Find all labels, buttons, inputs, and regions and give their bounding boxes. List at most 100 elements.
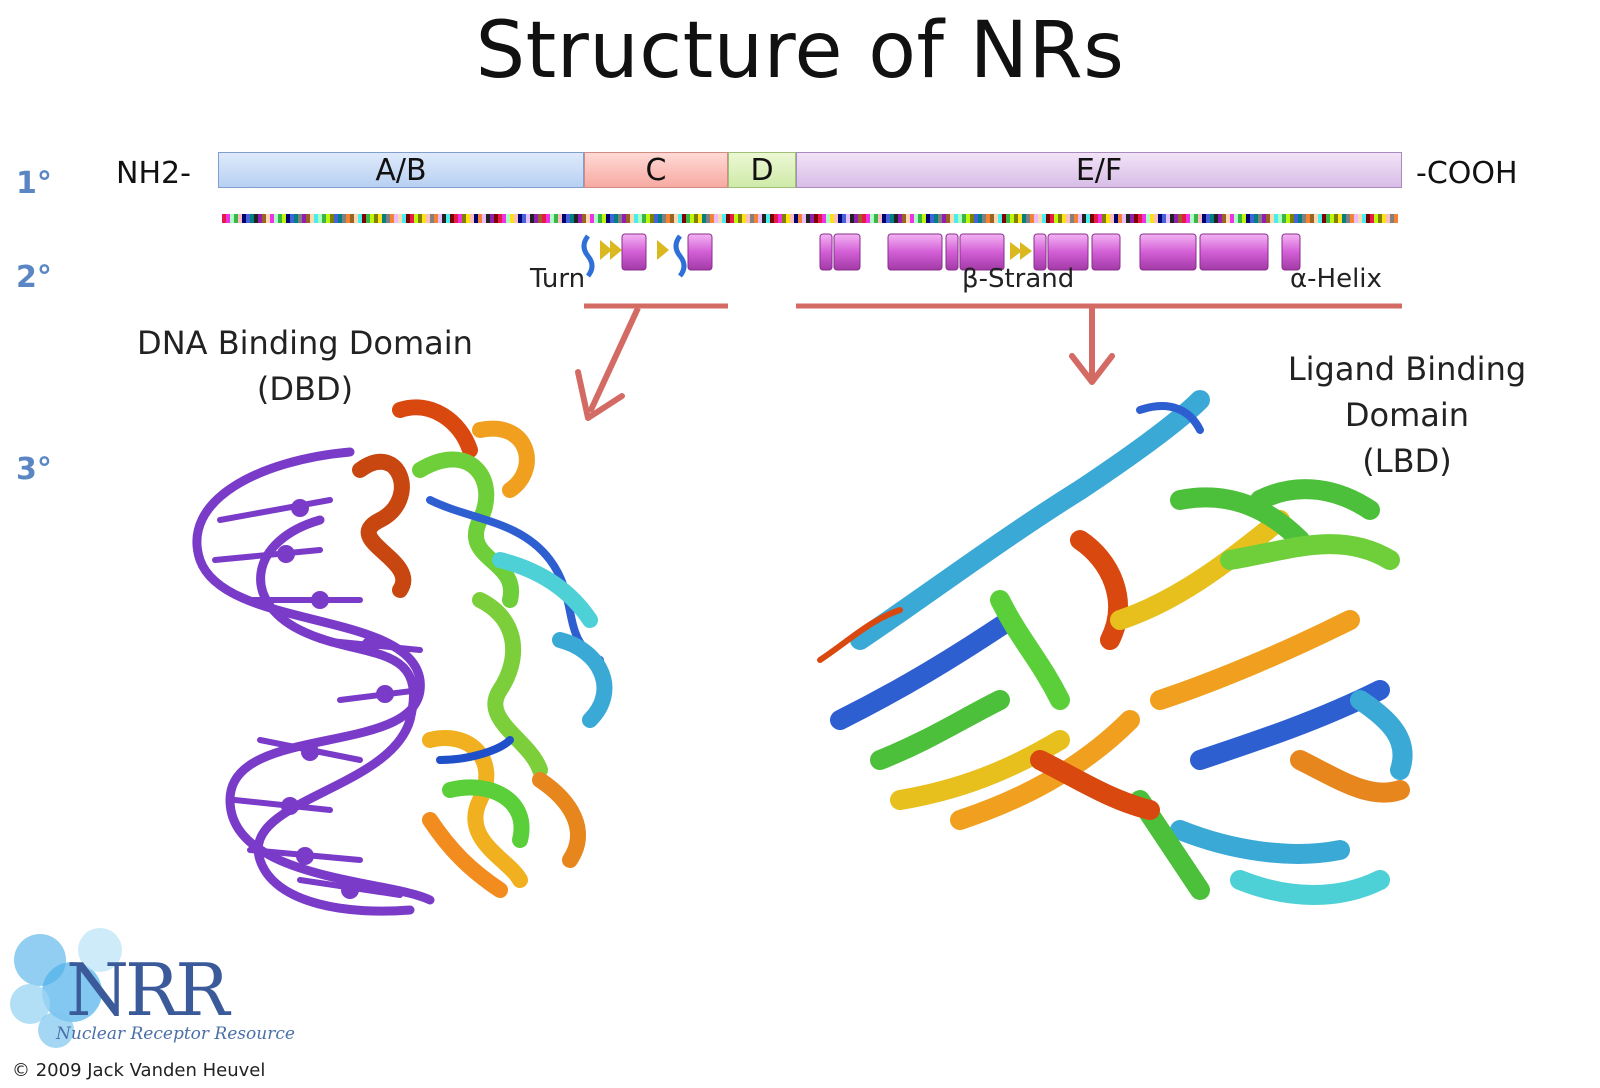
sequence-residue [722,214,726,223]
strand-arrow [1010,242,1022,260]
sequence-residue [294,214,298,223]
sequence-residue [454,214,458,223]
sequence-residue [974,214,978,223]
helix-block [1281,233,1301,271]
sequence-residue [806,214,810,223]
helix-block [819,233,833,271]
sequence-residue [378,214,382,223]
sequence-residue [902,214,906,223]
sequence-residue [1386,214,1390,223]
sequence-residue [750,214,754,223]
alpha-helix-label: α-Helix [1290,264,1382,294]
sequence-residue [474,214,478,223]
sequence-residue [1098,214,1102,223]
sequence-residue [602,214,606,223]
beta-strand-label: β-Strand [962,264,1075,294]
sequence-residue [1062,214,1066,223]
sequence-residue [786,214,790,223]
tertiary-structure-label: 3° [16,452,52,487]
sequence-residue [714,214,718,223]
sequence-residue [766,214,770,223]
sequence-strip [222,214,1398,223]
sequence-residue [366,214,370,223]
sequence-residue [666,214,670,223]
helix-block [1047,233,1089,271]
sequence-residue [490,214,494,223]
sequence-residue [1142,214,1146,223]
sequence-residue [578,214,582,223]
sequence-residue [930,214,934,223]
sequence-residue [494,214,498,223]
sequence-residue [1210,214,1214,223]
sequence-residue [822,214,826,223]
sequence-residue [938,214,942,223]
sequence-residue [374,214,378,223]
sequence-residue [906,214,910,223]
sequence-residue [1114,214,1118,223]
sequence-residue [698,214,702,223]
sequence-residue [250,214,254,223]
helix-block [959,233,1005,271]
sequence-residue [1042,214,1046,223]
helix-block [945,233,959,271]
sequence-residue [826,214,830,223]
sequence-residue [418,214,422,223]
sequence-residue [558,214,562,223]
sequence-residue [1078,214,1082,223]
lbd-title: Ligand Binding Domain (LBD) [1222,346,1592,484]
sequence-residue [342,214,346,223]
lbd-abbr: (LBD) [1362,442,1452,480]
sequence-residue [1050,214,1054,223]
sequence-residue [542,214,546,223]
sequence-residue [1350,214,1354,223]
sequence-residue [538,214,542,223]
sequence-residue [398,214,402,223]
sequence-residue [646,214,650,223]
sequence-residue [1366,214,1370,223]
sequence-residue [406,214,410,223]
sequence-residue [970,214,974,223]
sequence-residue [1106,214,1110,223]
sequence-residue [1314,214,1318,223]
sequence-residue [1046,214,1050,223]
sequence-residue [814,214,818,223]
sequence-residue [686,214,690,223]
sequence-residue [254,214,258,223]
sequence-residue [802,214,806,223]
sequence-residue [226,214,230,223]
sequence-residue [534,214,538,223]
sequence-residue [594,214,598,223]
sequence-residue [1074,214,1078,223]
sequence-residue [1202,214,1206,223]
sequence-residue [830,214,834,223]
sequence-residue [726,214,730,223]
sequence-residue [1382,214,1386,223]
sequence-residue [718,214,722,223]
secondary-structure-label: 2° [16,260,52,295]
n-terminus-label: NH2- [116,156,191,191]
sequence-residue [318,214,322,223]
sequence-residue [286,214,290,223]
sequence-residue [1030,214,1034,223]
sequence-residue [1254,214,1258,223]
dbd-protein-ribbon [352,399,613,898]
copyright-credit: © 2009 Jack Vanden Heuvel [12,1060,266,1081]
sequence-residue [894,214,898,223]
sequence-residue [1218,214,1222,223]
sequence-residue [1094,214,1098,223]
sequence-residue [998,214,1002,223]
sequence-residue [734,214,738,223]
sequence-residue [1186,214,1190,223]
sequence-residue [866,214,870,223]
sequence-residue [626,214,630,223]
sequence-residue [914,214,918,223]
sequence-residue [1250,214,1254,223]
lbd-protein-ribbon [817,390,1413,905]
sequence-residue [1034,214,1038,223]
sequence-residue [518,214,522,223]
sequence-residue [890,214,894,223]
sequence-residue [1326,214,1330,223]
sequence-residue [1082,214,1086,223]
sequence-residue [910,214,914,223]
sequence-residue [1266,214,1270,223]
